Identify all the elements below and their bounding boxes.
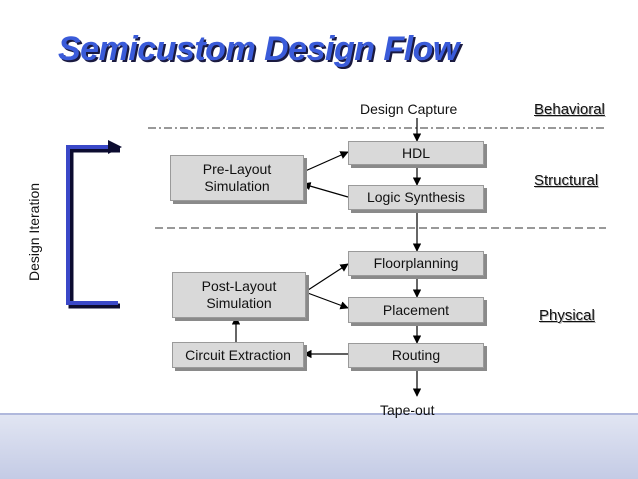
- circuit-extraction-label: Circuit Extraction: [185, 346, 291, 363]
- routing-box: Routing: [348, 343, 484, 368]
- pre-layout-line2: Simulation: [204, 178, 270, 194]
- arrow-post-layout-to-floorplanning: [304, 263, 349, 293]
- floorplanning-box: Floorplanning: [348, 251, 484, 276]
- pre-layout-simulation-box: Pre-Layout Simulation: [170, 155, 304, 201]
- pre-layout-line1: Pre-Layout: [202, 161, 272, 177]
- arrow-pre-layout-to-hdl: [302, 151, 349, 173]
- design-iteration-label: Design Iteration: [26, 182, 42, 282]
- post-layout-simulation-box: Post-Layout Simulation: [172, 272, 306, 318]
- design-iteration-bracket-shadow: [68, 147, 120, 309]
- stage-physical: Physical: [539, 307, 595, 324]
- routing-label: Routing: [391, 347, 441, 363]
- arrow-post-layout-to-placement: [304, 291, 349, 310]
- post-layout-line1: Post-Layout: [201, 278, 277, 294]
- logic-synthesis-box: Logic Synthesis: [348, 185, 484, 210]
- page-title: Semicustom Design Flow: [58, 30, 459, 68]
- tape-out-label: Tape-out: [380, 402, 435, 418]
- placement-box: Placement: [348, 297, 484, 323]
- stage-structural: Structural: [534, 172, 599, 189]
- design-iteration-arrowhead: [108, 140, 122, 154]
- circuit-extraction-box: Circuit Extraction: [172, 342, 304, 368]
- hdl-box: HDL: [348, 141, 484, 165]
- hdl-label: HDL: [401, 144, 430, 161]
- stage-behavioral: Behavioral: [534, 101, 605, 118]
- placement-label: Placement: [382, 301, 450, 318]
- post-layout-line2: Simulation: [206, 295, 272, 311]
- arrow-synthesis-to-pre-layout: [302, 182, 349, 198]
- footer-band: [0, 413, 638, 479]
- logic-synthesis-label: Logic Synthesis: [366, 189, 466, 205]
- design-capture-label: Design Capture: [360, 101, 458, 117]
- floorplanning-label: Floorplanning: [373, 255, 459, 271]
- footer-band-edge: [0, 413, 638, 415]
- design-iteration-bracket: [66, 145, 118, 305]
